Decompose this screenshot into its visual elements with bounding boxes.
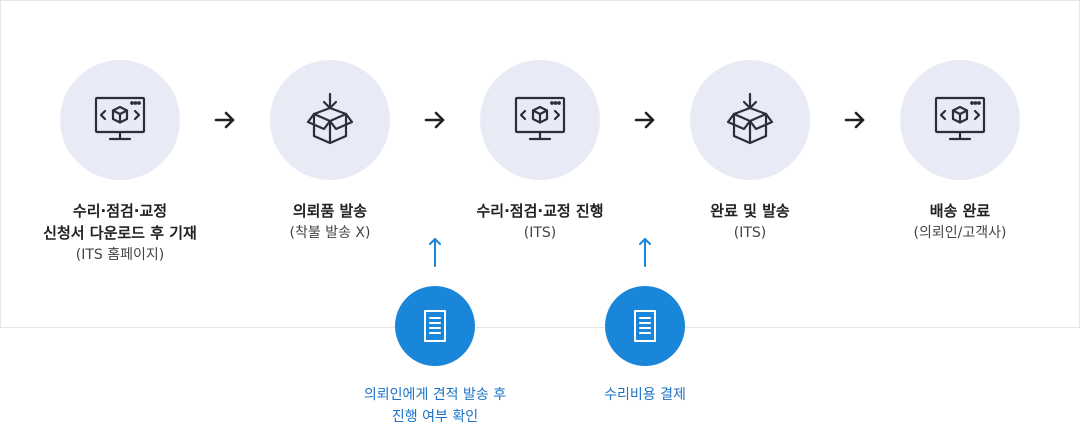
arrow-right-icon	[634, 111, 655, 129]
monitor-code-icon	[514, 96, 566, 141]
step-delivery-complete: 배송 완료 (의뢰인/고객사)	[855, 60, 1065, 244]
step-subtitle: (ITS)	[523, 225, 557, 241]
step-subtitle: (ITS 홈페이지)	[75, 247, 165, 263]
document-icon	[634, 310, 656, 342]
box-download-icon	[306, 92, 354, 145]
step-repair-progress: 수리·점검·교정 진행 (ITS)	[435, 60, 645, 244]
arrow-up-icon	[429, 238, 441, 267]
step-title: 수리·점검·교정 진행	[435, 200, 645, 222]
step-subtitle: (착불 발송 X)	[289, 225, 371, 241]
substep-label-line: 수리비용 결제	[604, 387, 686, 403]
substep-circle	[395, 286, 475, 366]
step-title-line: 의뢰품 발송	[292, 202, 368, 220]
step-circle	[900, 60, 1020, 180]
step-title-line: 배송 완료	[929, 202, 991, 220]
substep-label-line: 진행 여부 확인	[391, 409, 479, 425]
step-subtitle: (의뢰인/고객사)	[913, 225, 1007, 241]
step-title-line: 완료 및 발송	[710, 202, 790, 220]
substep-label: 수리비용 결제	[535, 384, 755, 406]
step-complete-ship: 완료 및 발송 (ITS)	[645, 60, 855, 244]
substep-quote-confirm: 의뢰인에게 견적 발송 후 진행 여부 확인	[325, 286, 545, 428]
step-request-form: 수리·점검·교정 신청서 다운로드 후 기재 (ITS 홈페이지)	[15, 60, 225, 266]
step-title-line: 신청서 다운로드 후 기재	[43, 224, 197, 242]
step-title-line: 수리·점검·교정	[72, 202, 168, 220]
step-ship-item: 의뢰품 발송 (착불 발송 X)	[225, 60, 435, 244]
step-circle	[480, 60, 600, 180]
arrow-right-icon	[424, 111, 445, 129]
monitor-code-icon	[934, 96, 986, 141]
arrow-up-icon	[639, 238, 651, 267]
substep-label: 의뢰인에게 견적 발송 후 진행 여부 확인	[325, 384, 545, 428]
step-subtitle: (ITS)	[733, 225, 767, 241]
arrow-right-icon	[214, 111, 235, 129]
step-circle	[60, 60, 180, 180]
step-circle	[690, 60, 810, 180]
arrow-right-icon	[844, 111, 865, 129]
box-download-icon	[726, 92, 774, 145]
step-title: 배송 완료	[855, 200, 1065, 222]
step-title-line: 수리·점검·교정 진행	[476, 202, 604, 220]
substep-circle	[605, 286, 685, 366]
step-circle	[270, 60, 390, 180]
substep-payment: 수리비용 결제	[535, 286, 755, 406]
substep-label-line: 의뢰인에게 견적 발송 후	[363, 387, 507, 403]
step-title: 의뢰품 발송	[225, 200, 435, 222]
step-title: 완료 및 발송	[645, 200, 855, 222]
monitor-code-icon	[94, 96, 146, 141]
step-title: 수리·점검·교정 신청서 다운로드 후 기재	[15, 200, 225, 244]
document-icon	[424, 310, 446, 342]
